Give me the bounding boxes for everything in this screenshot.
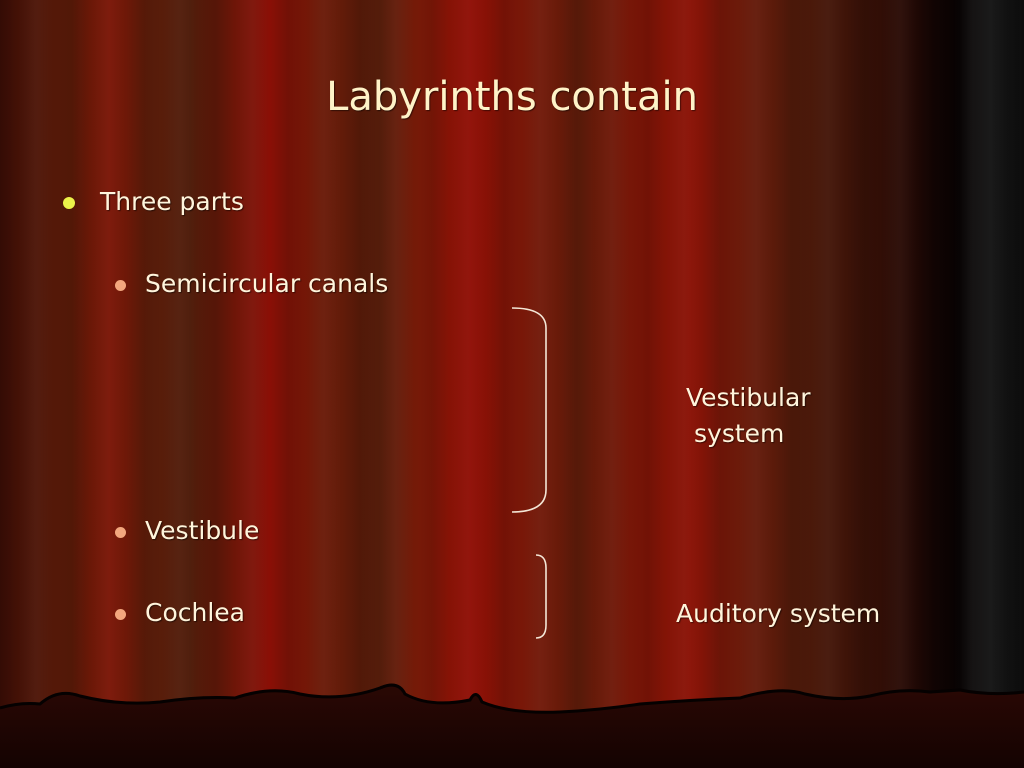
- vestibular-label-line1: Vestibular: [686, 383, 811, 412]
- grouping-brackets: [511, 307, 547, 639]
- bullet-item-three-parts: Three parts: [100, 187, 244, 216]
- vestibular-bracket: [511, 307, 547, 513]
- auditory-bracket: [535, 554, 547, 639]
- bullet-dot-level2: [115, 609, 126, 620]
- bullet-dot-level1: [63, 197, 75, 209]
- slide-title: Labyrinths contain: [326, 74, 698, 120]
- bullet-item-vestibule: Vestibule: [145, 516, 260, 545]
- curtain-hem: [0, 683, 1024, 768]
- bullet-item-semicircular-canals: Semicircular canals: [145, 269, 389, 298]
- bullet-dot-level2: [115, 527, 126, 538]
- bullet-item-cochlea: Cochlea: [145, 598, 245, 627]
- auditory-label: Auditory system: [676, 599, 881, 628]
- vestibular-label-line2: system: [694, 419, 785, 448]
- bullet-dot-level2: [115, 280, 126, 291]
